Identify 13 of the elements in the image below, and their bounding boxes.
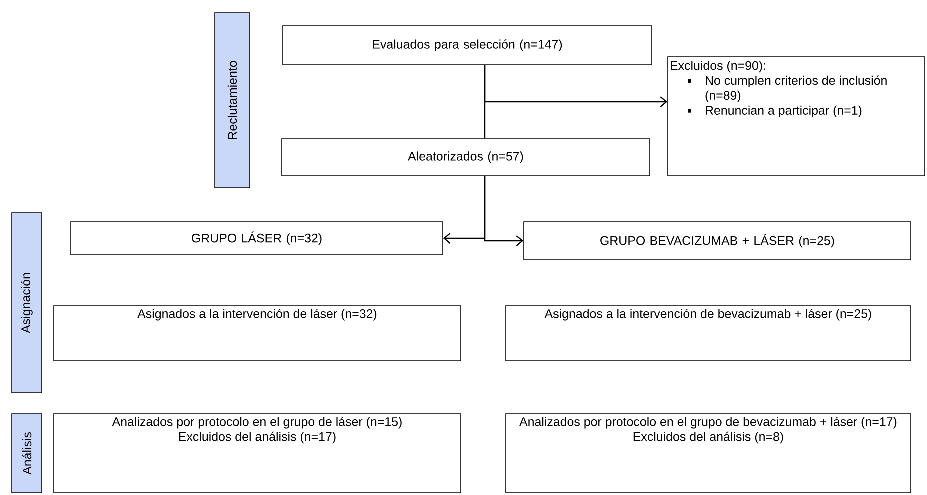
- stage-label: Reclutamiento: [214, 12, 250, 188]
- arrow: [484, 176, 524, 246]
- exclusion-box: Excluidos (n=90): No cumplen criterios de inclusión (n=89) Renuncian a participar (n=1): [668, 56, 926, 176]
- stage-label: Análisis: [12, 414, 42, 494]
- process-box: Analizados por protocolo en el grupo de láser (n=15) Excluidos del análisis (n=17): [54, 414, 462, 494]
- process-box: Asignados a la intervención de láser (n=32): [54, 306, 462, 362]
- process-box: Analizados por protocolo en el grupo de bevacizumab + láser (n=17) Excluidos del análisis (n=8): [506, 414, 912, 494]
- stage-label: Asignación: [12, 212, 42, 394]
- process-box: GRUPO BEVACIZUMAB + LÁSER (n=25): [524, 222, 912, 260]
- process-box: Aleatorizados (n=57): [282, 138, 650, 176]
- process-box: Asignados a la intervención de bevacizumab + láser (n=25): [506, 306, 912, 362]
- process-box: GRUPO LÁSER (n=32): [70, 222, 444, 256]
- process-box: Evaluados para selección (n=147): [282, 26, 652, 66]
